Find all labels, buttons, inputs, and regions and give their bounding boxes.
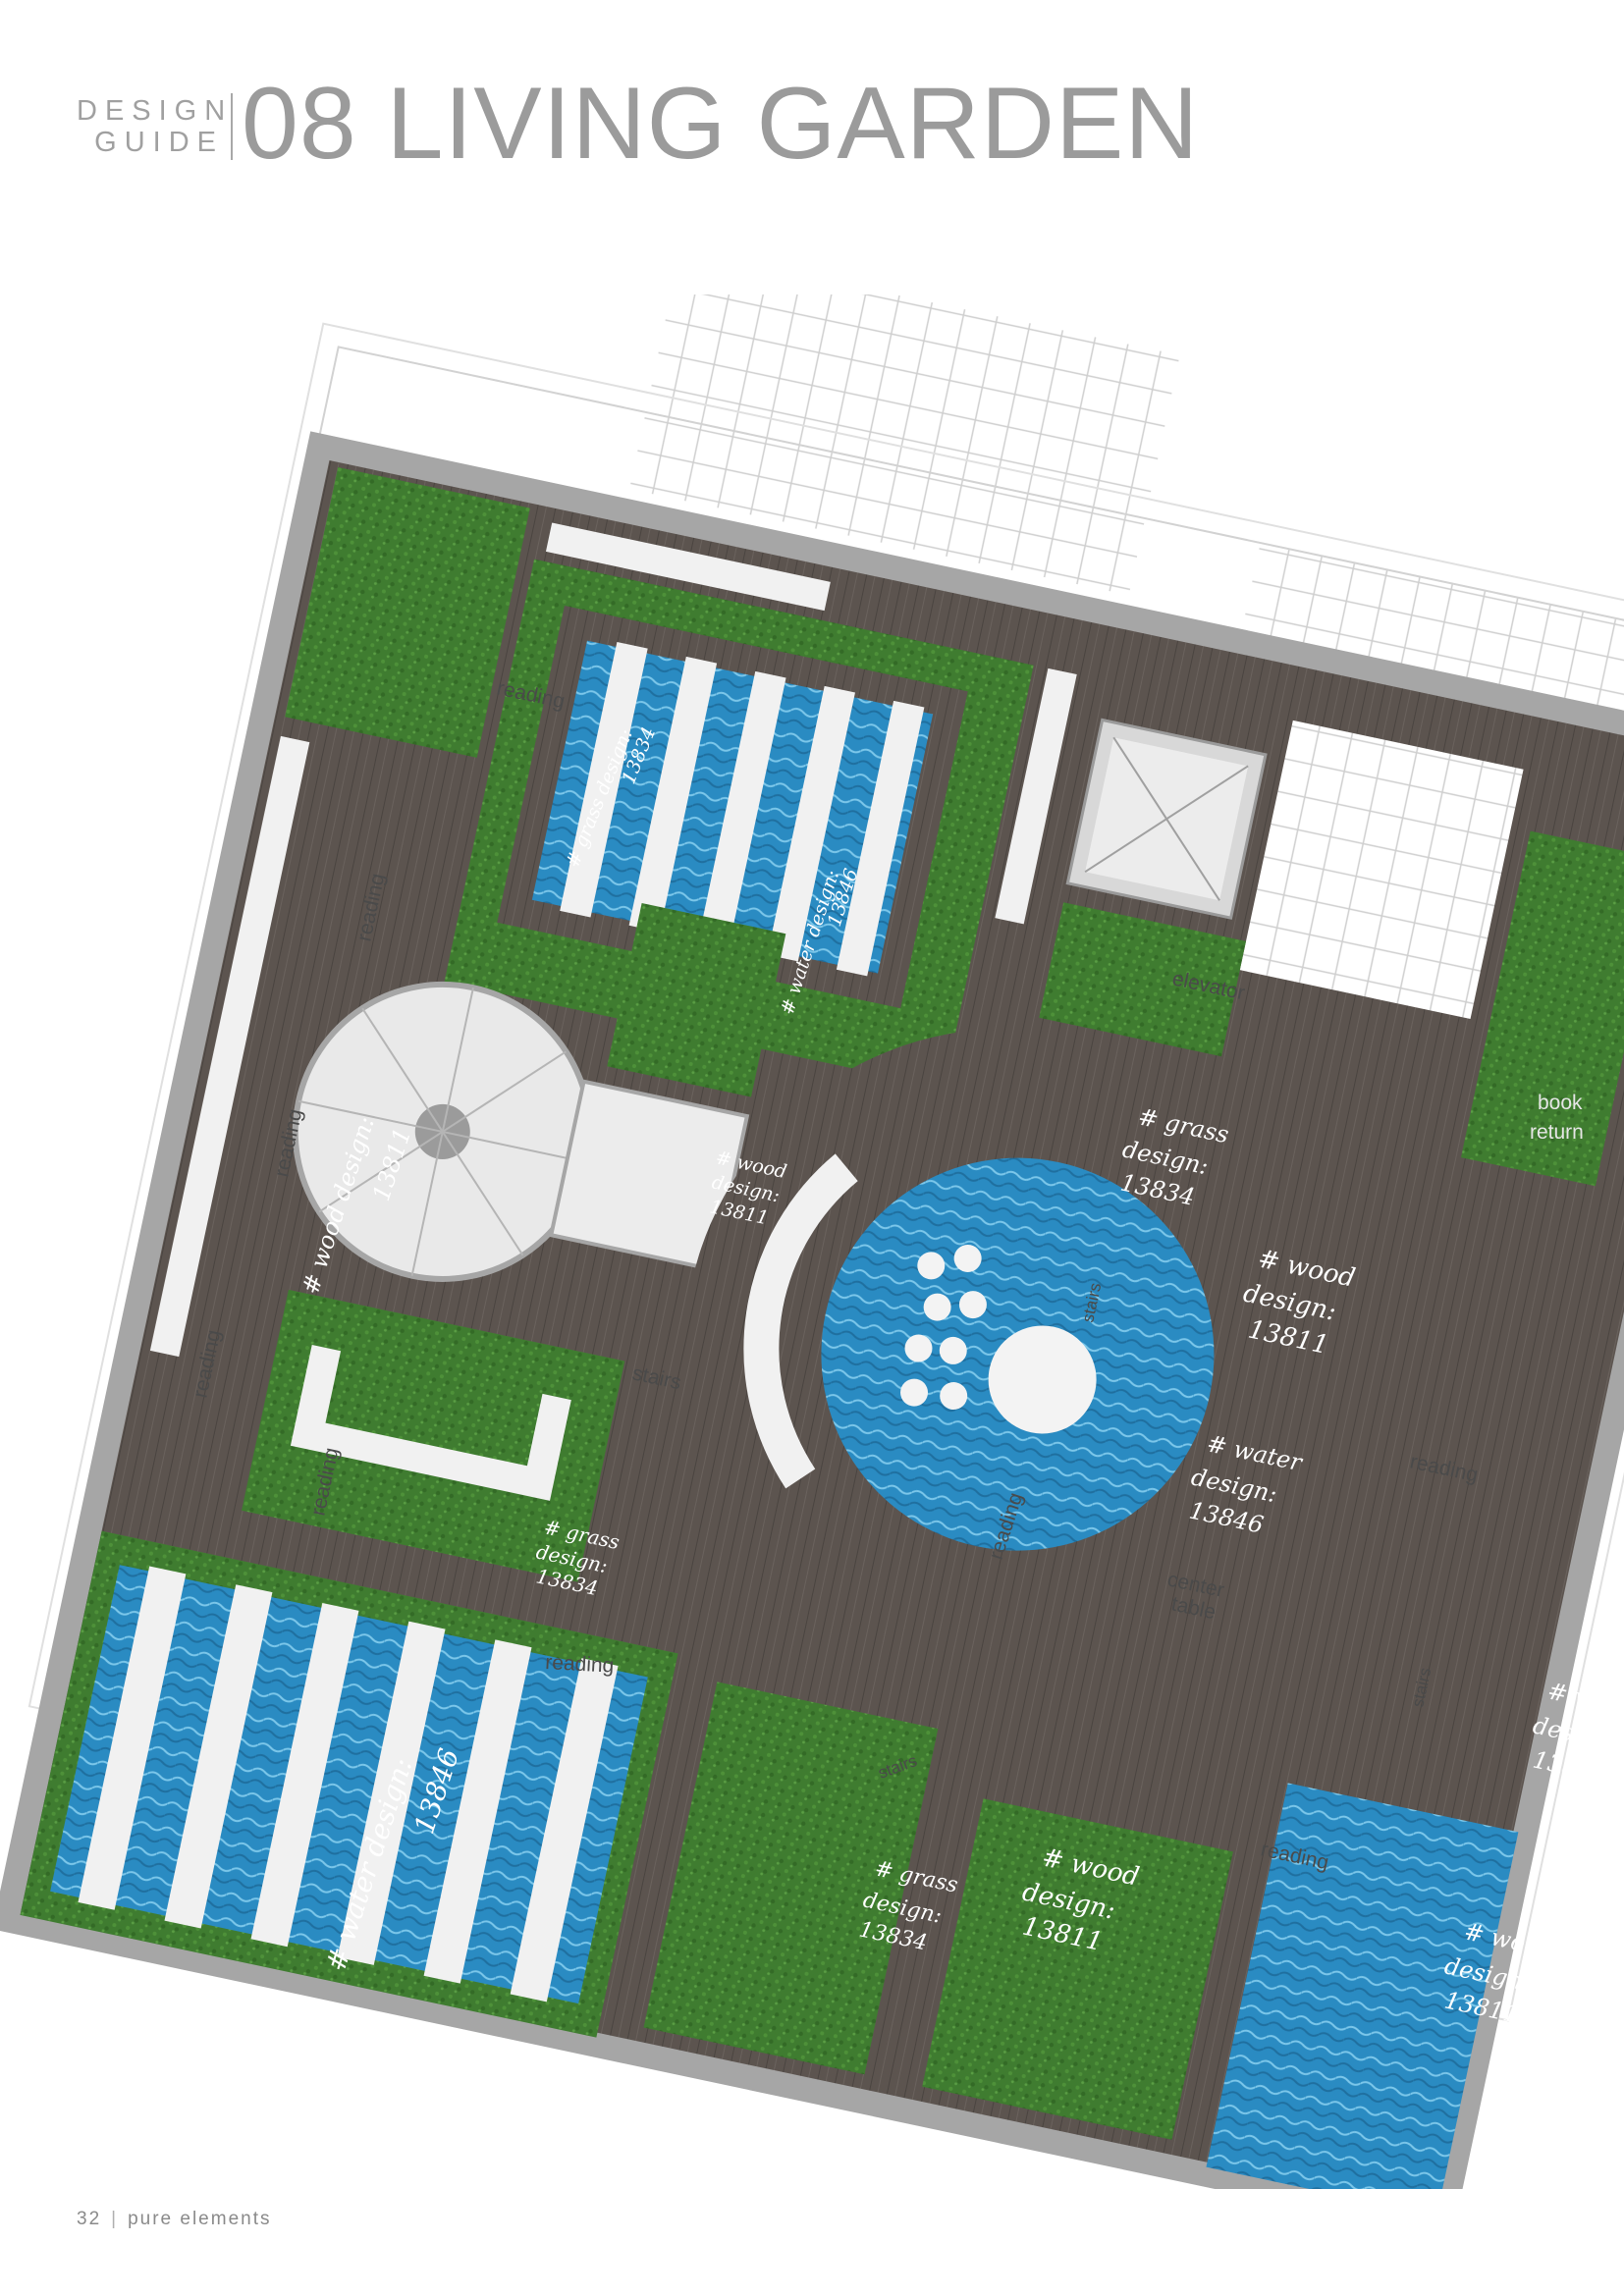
bench-top-4	[767, 685, 855, 962]
publication-name: pure elements	[128, 2209, 272, 2229]
bench-bottom-2	[164, 1584, 273, 1929]
page-number: 32	[77, 2209, 102, 2229]
header-divider	[231, 93, 233, 160]
entrance-tiles	[1239, 720, 1524, 1020]
page-title: 08 LIVING GARDEN	[242, 67, 1200, 181]
center-stools	[900, 1244, 987, 1411]
grass-area-stairs	[607, 903, 786, 1097]
bench-top-2	[628, 656, 718, 933]
bench-left-column	[149, 735, 310, 1358]
bench-bottom-1	[78, 1566, 187, 1910]
building	[0, 431, 1624, 2189]
guide-label-line2: GUIDE	[94, 127, 224, 158]
guide-label-line1: DESIGN	[77, 95, 234, 127]
label-reading-bottom-center: reading	[545, 1651, 615, 1678]
grass-area-bottom	[643, 1682, 939, 2075]
page-footer: 32 | pure elements	[77, 2209, 271, 2230]
grass-area-elevator	[1039, 902, 1247, 1057]
room-labels: reading reading reading reading reading …	[189, 676, 1583, 1874]
grass-area-book-return	[1460, 830, 1624, 1187]
grass-area-bottom-right	[922, 1798, 1233, 2140]
bench-top-3	[698, 670, 786, 947]
spiral-stairs-steps	[298, 988, 587, 1276]
reading-arc-bench	[743, 1153, 858, 1489]
bench-bottom-5	[423, 1639, 532, 1984]
bench-bottom-6	[510, 1658, 619, 2002]
design-guide-label: DESIGN GUIDE	[77, 95, 234, 158]
bench-bottom-3	[250, 1602, 359, 1948]
center-table	[988, 1325, 1097, 1434]
bench-long-right	[995, 667, 1077, 925]
tile-area-top	[629, 294, 1180, 596]
bench-top-1	[560, 641, 648, 918]
label-book-return-line1: book	[1538, 1092, 1583, 1114]
footer-separator: |	[111, 2209, 119, 2229]
label-book-return-line2: return	[1530, 1121, 1584, 1144]
grass-area-top-left	[285, 466, 530, 758]
water-pool-right	[1206, 1783, 1519, 2189]
u-reading-bench	[290, 1345, 571, 1501]
bench-bottom-4	[337, 1621, 446, 1965]
bench-top-5	[836, 700, 925, 977]
floor-plan: reading reading reading reading reading …	[0, 294, 1624, 2189]
bench-long-top	[545, 522, 831, 612]
